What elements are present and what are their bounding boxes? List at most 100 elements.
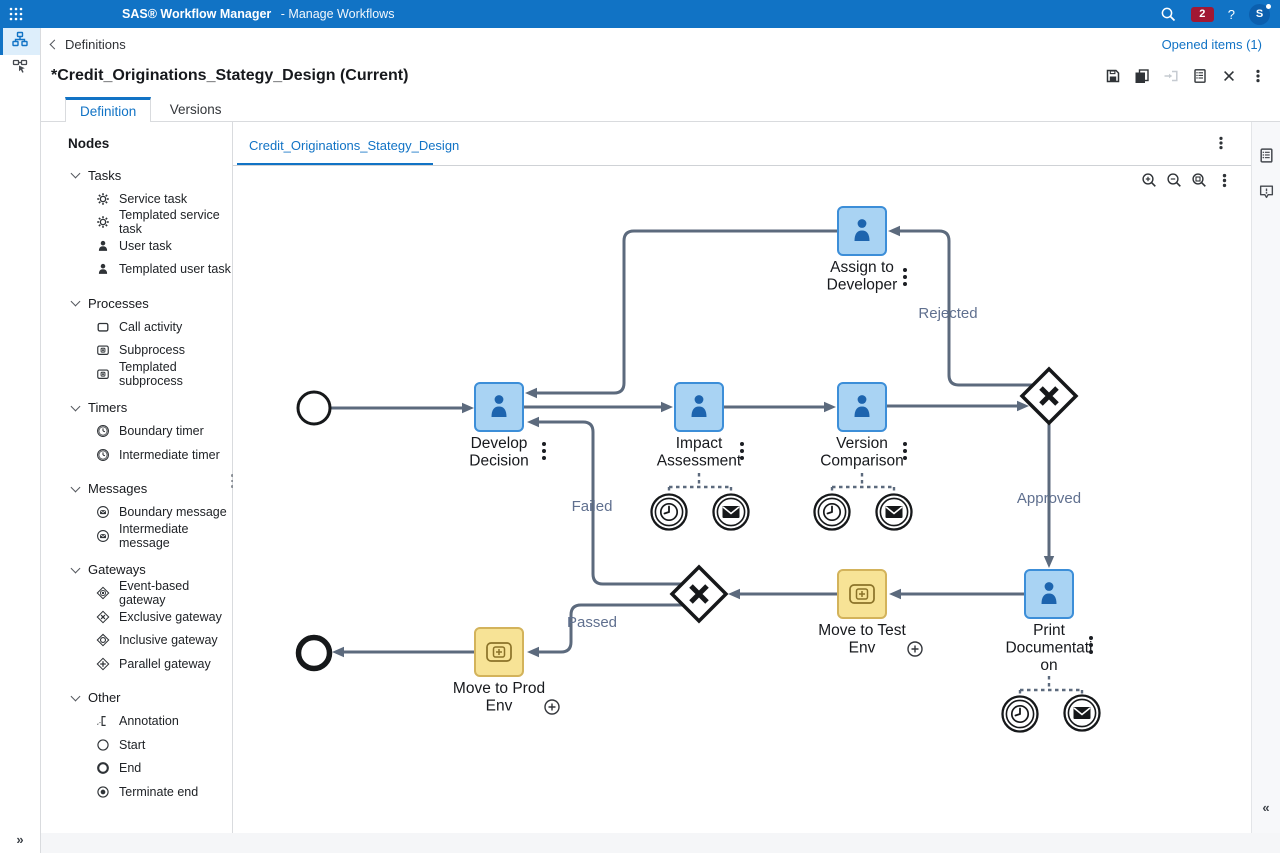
opened-items-link[interactable]: Opened items (1) bbox=[1161, 37, 1262, 52]
node-approval-gateway[interactable] bbox=[1019, 366, 1079, 426]
palette-item-service-task[interactable]: Service task bbox=[41, 187, 232, 211]
edge-test-to-gateway[interactable] bbox=[728, 588, 837, 600]
edge-impact-to-version[interactable] bbox=[724, 401, 836, 413]
palette-item-event-based-gateway[interactable]: Event-based gateway bbox=[41, 579, 232, 607]
timer-icon bbox=[96, 448, 110, 462]
chevron-down-icon bbox=[70, 563, 81, 573]
section-label: Timers bbox=[88, 400, 128, 415]
edge-passed-to-prod[interactable]: Passed bbox=[527, 603, 683, 658]
boundary-timer-event[interactable] bbox=[1001, 695, 1039, 733]
comments-panel-icon[interactable] bbox=[1258, 183, 1275, 200]
section-header-tasks[interactable]: Tasks bbox=[41, 163, 232, 187]
rail-item-definitions[interactable] bbox=[0, 28, 40, 55]
palette-item-parallel-gateway[interactable]: Parallel gateway bbox=[41, 652, 232, 676]
zoom-in-icon[interactable] bbox=[1141, 172, 1158, 189]
palette-item-intermediate-message[interactable]: Intermediate message bbox=[41, 522, 232, 550]
node-end[interactable] bbox=[295, 634, 333, 672]
avatar-initial: S bbox=[1255, 8, 1264, 20]
edge-failed-to-develop[interactable]: Failed bbox=[527, 416, 682, 586]
node-menu-icon[interactable] bbox=[903, 442, 907, 460]
palette-item-subprocess[interactable]: Subprocess bbox=[41, 339, 232, 363]
end-event-shape[interactable] bbox=[295, 634, 333, 672]
boundary-message-event[interactable] bbox=[1063, 694, 1101, 732]
chevron-down-icon bbox=[70, 482, 81, 492]
palette-item-annotation[interactable]: Annotation bbox=[41, 710, 232, 734]
palette-item-boundary-timer[interactable]: Boundary timer bbox=[41, 420, 232, 444]
close-icon[interactable] bbox=[1221, 68, 1237, 84]
edge-start-to-develop[interactable] bbox=[331, 402, 474, 414]
clock-icon bbox=[822, 502, 842, 522]
expand-subprocess-icon[interactable] bbox=[907, 641, 923, 657]
expand-rail-button[interactable]: » bbox=[16, 832, 24, 847]
section-header-gateways[interactable]: Gateways bbox=[41, 558, 232, 582]
avatar[interactable]: S bbox=[1249, 3, 1271, 25]
section-header-messages[interactable]: Messages bbox=[41, 477, 232, 501]
palette-item-user-task[interactable]: User task bbox=[41, 234, 232, 258]
properties-icon[interactable] bbox=[1192, 68, 1208, 84]
canvas-tab-definition[interactable]: Credit_Originations_Stategy_Design bbox=[249, 138, 460, 153]
properties-panel-icon[interactable] bbox=[1258, 147, 1275, 164]
menu-icon[interactable] bbox=[1250, 68, 1266, 84]
breadcrumb-back-definitions[interactable]: Definitions bbox=[49, 37, 126, 52]
boundary-timer-event[interactable] bbox=[650, 493, 688, 531]
palette-item-end[interactable]: End bbox=[41, 757, 232, 781]
node-menu-icon[interactable] bbox=[542, 442, 546, 460]
palette-item-exclusive-gateway[interactable]: Exclusive gateway bbox=[41, 605, 232, 629]
panel-resize-handle[interactable] bbox=[230, 468, 235, 494]
boundary-events-print-documentation bbox=[1001, 676, 1101, 733]
section-header-processes[interactable]: Processes bbox=[41, 291, 232, 315]
collapse-right-rail-button[interactable]: « bbox=[1262, 800, 1270, 815]
edge-version-to-gateway[interactable] bbox=[887, 400, 1029, 412]
app-switcher-icon[interactable] bbox=[7, 5, 25, 23]
palette-item-inclusive-gateway[interactable]: Inclusive gateway bbox=[41, 629, 232, 653]
edge-label-passed: Passed bbox=[567, 614, 617, 631]
edge-assign-to-develop[interactable] bbox=[525, 229, 837, 399]
node-start[interactable] bbox=[296, 390, 332, 426]
right-icon-rail: « bbox=[1251, 122, 1280, 853]
notifications-badge[interactable]: 2 bbox=[1190, 6, 1214, 22]
edge-rejected-to-assign[interactable]: Rejected bbox=[888, 225, 1033, 387]
node-menu-icon[interactable] bbox=[903, 268, 907, 286]
help-button[interactable]: ? bbox=[1227, 6, 1235, 22]
palette-item-call-activity[interactable]: Call activity bbox=[41, 315, 232, 339]
palette-item-templated-subprocess[interactable]: Templated subprocess bbox=[41, 360, 232, 388]
section-header-timers[interactable]: Timers bbox=[41, 396, 232, 420]
edge-approved-to-print[interactable]: Approved bbox=[1017, 423, 1081, 568]
zoom-out-icon[interactable] bbox=[1166, 172, 1183, 189]
palette-item-templated-service-task[interactable]: Templated service task bbox=[41, 208, 232, 236]
palette-item-intermediate-timer[interactable]: Intermediate timer bbox=[41, 443, 232, 467]
edge-print-to-test[interactable] bbox=[889, 588, 1024, 600]
node-menu-icon[interactable] bbox=[1089, 636, 1093, 654]
rail-item-tasks[interactable] bbox=[0, 55, 40, 82]
canvas-tab-menu-icon[interactable] bbox=[1213, 135, 1229, 151]
section-header-other[interactable]: Other bbox=[41, 686, 232, 710]
start-event-shape[interactable] bbox=[296, 390, 332, 426]
boundary-timer-event[interactable] bbox=[813, 493, 851, 531]
palette-item-label: Annotation bbox=[119, 714, 179, 729]
expand-subprocess-icon[interactable] bbox=[544, 699, 560, 715]
node-menu-icon[interactable] bbox=[740, 442, 744, 460]
palette-item-boundary-message[interactable]: Boundary message bbox=[41, 501, 232, 525]
zoom-fit-icon[interactable] bbox=[1191, 172, 1208, 189]
node-test-gateway[interactable] bbox=[669, 564, 729, 624]
search-icon[interactable] bbox=[1160, 6, 1177, 23]
tab-versions[interactable]: Versions bbox=[169, 102, 222, 117]
copy-icon[interactable] bbox=[1134, 68, 1150, 84]
canvas-options-menu-icon[interactable] bbox=[1216, 172, 1233, 189]
tab-definition[interactable]: Definition bbox=[65, 97, 152, 124]
edge-develop-to-impact[interactable] bbox=[524, 401, 673, 413]
palette-item-start[interactable]: Start bbox=[41, 733, 232, 757]
edge-prod-to-end[interactable] bbox=[332, 646, 474, 658]
save-icon[interactable] bbox=[1105, 68, 1121, 84]
palette-item-templated-user-task[interactable]: Templated user task bbox=[41, 258, 232, 282]
boundary-message-event[interactable] bbox=[712, 493, 750, 531]
palette-item-terminate-end[interactable]: Terminate end bbox=[41, 780, 232, 804]
boundary-message-event[interactable] bbox=[875, 493, 913, 531]
